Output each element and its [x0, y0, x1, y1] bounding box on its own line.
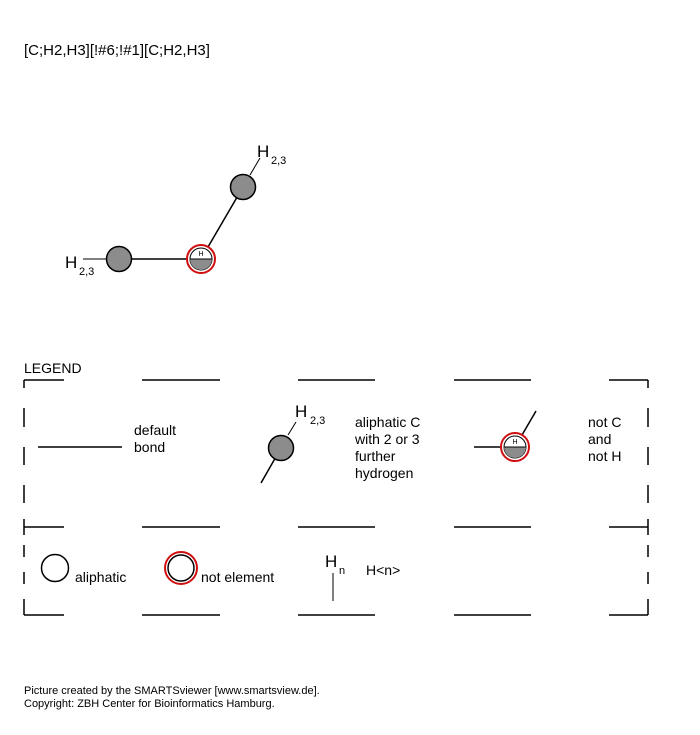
atom-c2: [229, 173, 257, 201]
smarts-string: [C;H2,H3][!#6;!#1][C;H2,H3]: [24, 42, 210, 59]
legend-aliphatic-circle: [40, 553, 70, 583]
legend-inner-label: H: [512, 439, 517, 446]
footer-copyright: Copyright: ZBH Center for Bioinformatics…: [24, 698, 275, 710]
footer: Picture created by the SMARTSviewer [www…: [24, 685, 320, 711]
molecule: H H 2,3 H 2,3: [65, 142, 286, 278]
legend-hn-sub: n: [339, 565, 345, 577]
legend-label-default-bond: default bond: [134, 422, 177, 455]
hcount-label-c2: H: [257, 142, 269, 161]
legend-not-element-circle: [164, 551, 198, 585]
legend-label-aliphatic-h23: aliphatic C with 2 or 3 further hydrogen: [355, 414, 421, 481]
atom-not-element: H: [186, 244, 216, 274]
legend-hydrogen-count-symbol: H n: [325, 552, 345, 601]
legend-hn-label: H: [325, 552, 337, 571]
hcount-tick-c2: [249, 157, 261, 176]
legend-box: [23, 379, 649, 616]
atom-inner-label: H: [198, 251, 203, 258]
atom-c1: [105, 245, 133, 273]
legend-h-sub: 2,3: [310, 415, 325, 427]
legend-aliphatic-h23-symbol: H 2,3: [260, 402, 325, 484]
legend-label-hydrogen-count: H<n>: [366, 562, 401, 578]
legend-label-not-element: not C and not H: [588, 414, 622, 464]
legend-label-aliphatic: aliphatic: [75, 569, 127, 585]
footer-credit: Picture created by the SMARTSviewer [www…: [24, 685, 320, 697]
legend-label-not-element-circle: not element: [201, 569, 275, 585]
legend-not-element-symbol: H: [474, 410, 537, 462]
legend-title: LEGEND: [24, 360, 82, 376]
hcount-label-c1: H: [65, 253, 77, 272]
legend-h-label: H: [295, 402, 307, 421]
hcount-sub-c1: 2,3: [79, 266, 94, 278]
hcount-sub-c2: 2,3: [271, 155, 286, 167]
